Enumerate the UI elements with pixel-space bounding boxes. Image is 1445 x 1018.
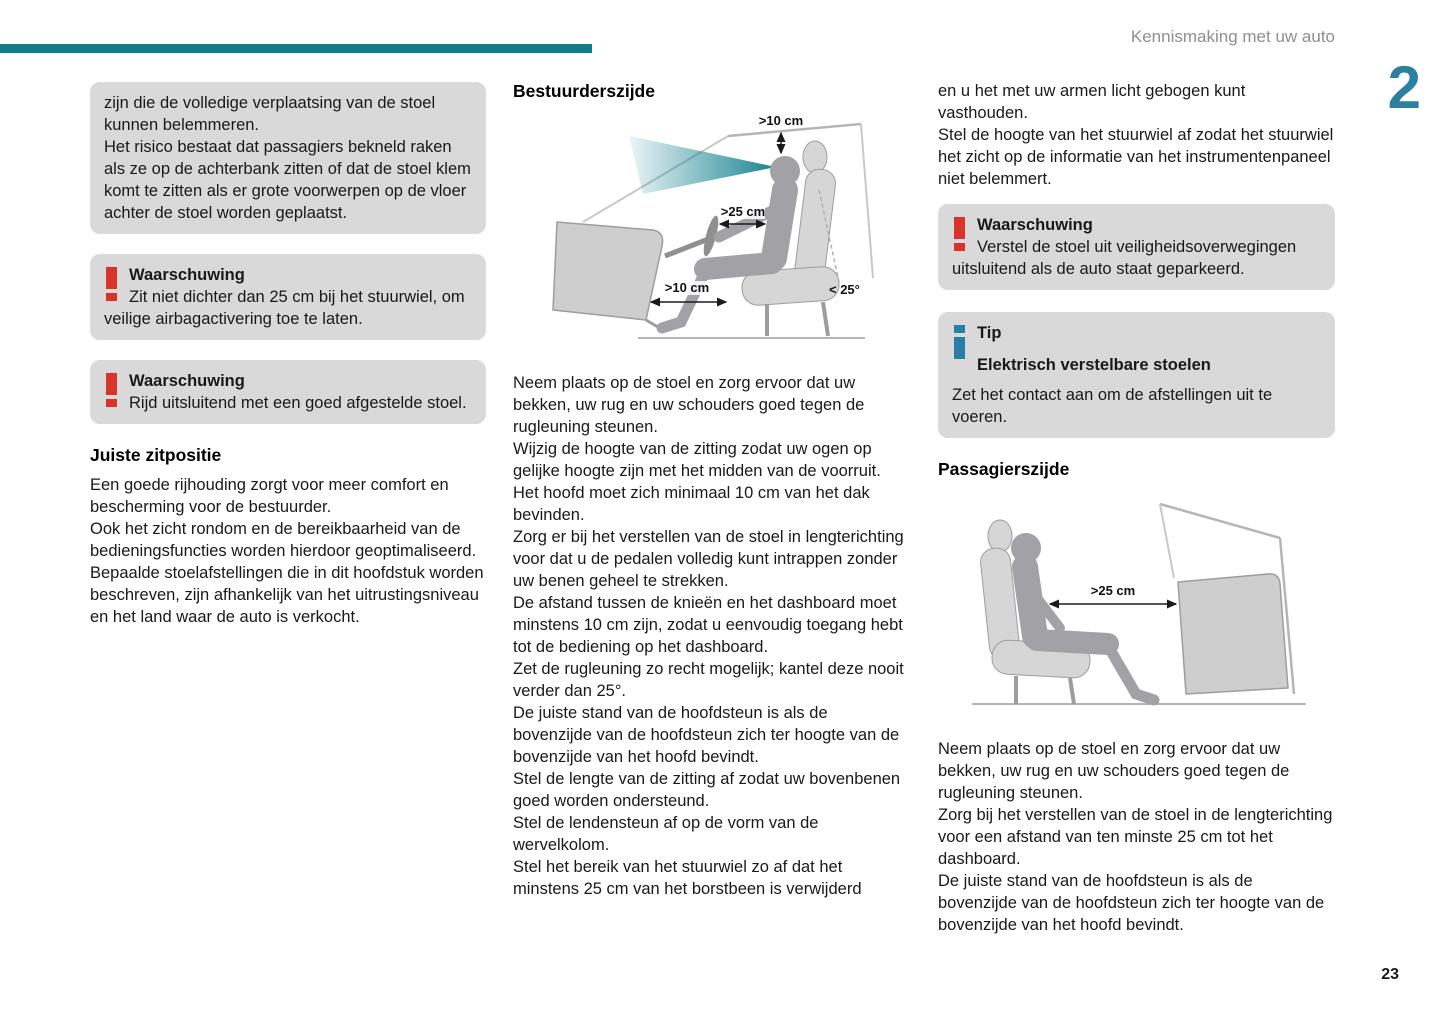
body-text: Stel het bereik van het stuurwiel zo af …	[513, 858, 862, 898]
body-text: Het hoofd moet zich minimaal 10 cm van h…	[513, 484, 870, 524]
tip-subtitle: Elektrisch verstelbare stoelen	[977, 356, 1211, 374]
warning-exclamation-icon	[106, 267, 117, 307]
warning-text: Verstel de stoel uit veiligheidsoverwegi…	[952, 238, 1297, 278]
body-text: Ook het zicht rondom en de bereikbaarhei…	[90, 520, 477, 560]
body-text: Neem plaats op de stoel en zorg ervoor d…	[513, 374, 865, 436]
heading-bestuurderszijde: Bestuurderszijde	[513, 81, 655, 101]
tip-text: Zet het contact aan om de afstellingen u…	[952, 386, 1273, 426]
warning-box-adjusted-seat: Waarschuwing Rijd uitsluitend met een go…	[90, 360, 486, 424]
body-text: Zorg er bij het verstellen van de stoel …	[513, 528, 904, 590]
body-text: Stel de hoogte van het stuurwiel af zoda…	[938, 126, 1334, 188]
heading-passagierszijde: Passagierszijde	[938, 459, 1070, 479]
column-middle: Bestuurderszijde	[513, 80, 910, 900]
heading-juiste-zitpositie: Juiste zitpositie	[90, 445, 222, 465]
passenger-seat-diagram: >25 cm	[972, 502, 1306, 706]
dim-label-knee-distance: >10 cm	[665, 280, 709, 295]
dim-label-backrest-angle: < 25°	[829, 282, 860, 297]
sightline-beam	[629, 136, 776, 194]
warning-text: Zit niet dichter dan 25 cm bij het stuur…	[104, 288, 465, 328]
info-icon	[954, 325, 965, 381]
body-text: Een goede rijhouding zorgt voor meer com…	[90, 476, 449, 516]
body-text: Zorg bij het verstellen van de stoel in …	[938, 806, 1333, 868]
warning-text: Rijd uitsluitend met een goed afgestelde…	[129, 394, 467, 412]
column-left: zijn die de volledige verplaatsing van d…	[90, 82, 486, 628]
tip-title: Tip	[977, 324, 1002, 342]
warning-exclamation-icon	[954, 217, 965, 257]
body-text: en u het met uw armen licht gebogen kunt…	[938, 82, 1246, 122]
warning-title: Waarschuwing	[129, 266, 245, 284]
chapter-number: 2	[1387, 54, 1421, 121]
warning-title: Waarschuwing	[129, 372, 245, 390]
note-text: Het risico bestaat dat passagiers beknel…	[104, 138, 471, 222]
warning-exclamation-icon	[106, 373, 117, 413]
driver-seat-diagram: >10 cm >25 cm >10 cm < 25°	[552, 113, 874, 339]
dim-label-dashboard-distance: >25 cm	[1091, 583, 1135, 598]
warning-title: Waarschuwing	[977, 216, 1093, 234]
body-text: Zet de rugleuning zo recht mogelijk; kan…	[513, 660, 904, 700]
body-text: Neem plaats op de stoel en zorg ervoor d…	[938, 740, 1290, 802]
body-text: Stel de lengte van de zitting af zodat u…	[513, 770, 901, 810]
passenger-seat-illustration: >25 cm	[938, 488, 1335, 732]
body-text: De juiste stand van de hoofdsteun is als…	[938, 872, 1325, 934]
driver-seat-illustration: >10 cm >25 cm >10 cm < 25°	[513, 110, 910, 366]
note-box-seat-obstruction: zijn die de volledige verplaatsing van d…	[90, 82, 486, 234]
body-text: Bepaalde stoelafstellingen die in dit ho…	[90, 564, 484, 626]
body-text: De afstand tussen de knieën en het dashb…	[513, 594, 903, 656]
tip-box-electric-seats: Tip Elektrisch verstelbare stoelen Zet h…	[938, 312, 1335, 438]
warning-box-steering-distance: Waarschuwing Zit niet dichter dan 25 cm …	[90, 254, 486, 340]
dim-label-roof-clearance: >10 cm	[759, 113, 803, 128]
column-right: en u het met uw armen licht gebogen kunt…	[938, 80, 1335, 936]
running-header: Kennismaking met uw auto	[1130, 27, 1335, 46]
note-text: zijn die de volledige verplaatsing van d…	[104, 94, 436, 134]
chapter-accent-bar	[0, 44, 592, 53]
body-text: Stel de lendensteun af op de vorm van de…	[513, 814, 819, 854]
body-text: Wijzig de hoogte van de zitting zodat uw…	[513, 440, 881, 480]
dim-label-steering-distance: >25 cm	[721, 204, 765, 219]
body-text: De juiste stand van de hoofdsteun is als…	[513, 704, 900, 766]
warning-box-parked-adjust: Waarschuwing Verstel de stoel uit veilig…	[938, 204, 1335, 290]
page-number: 23	[1381, 966, 1399, 983]
